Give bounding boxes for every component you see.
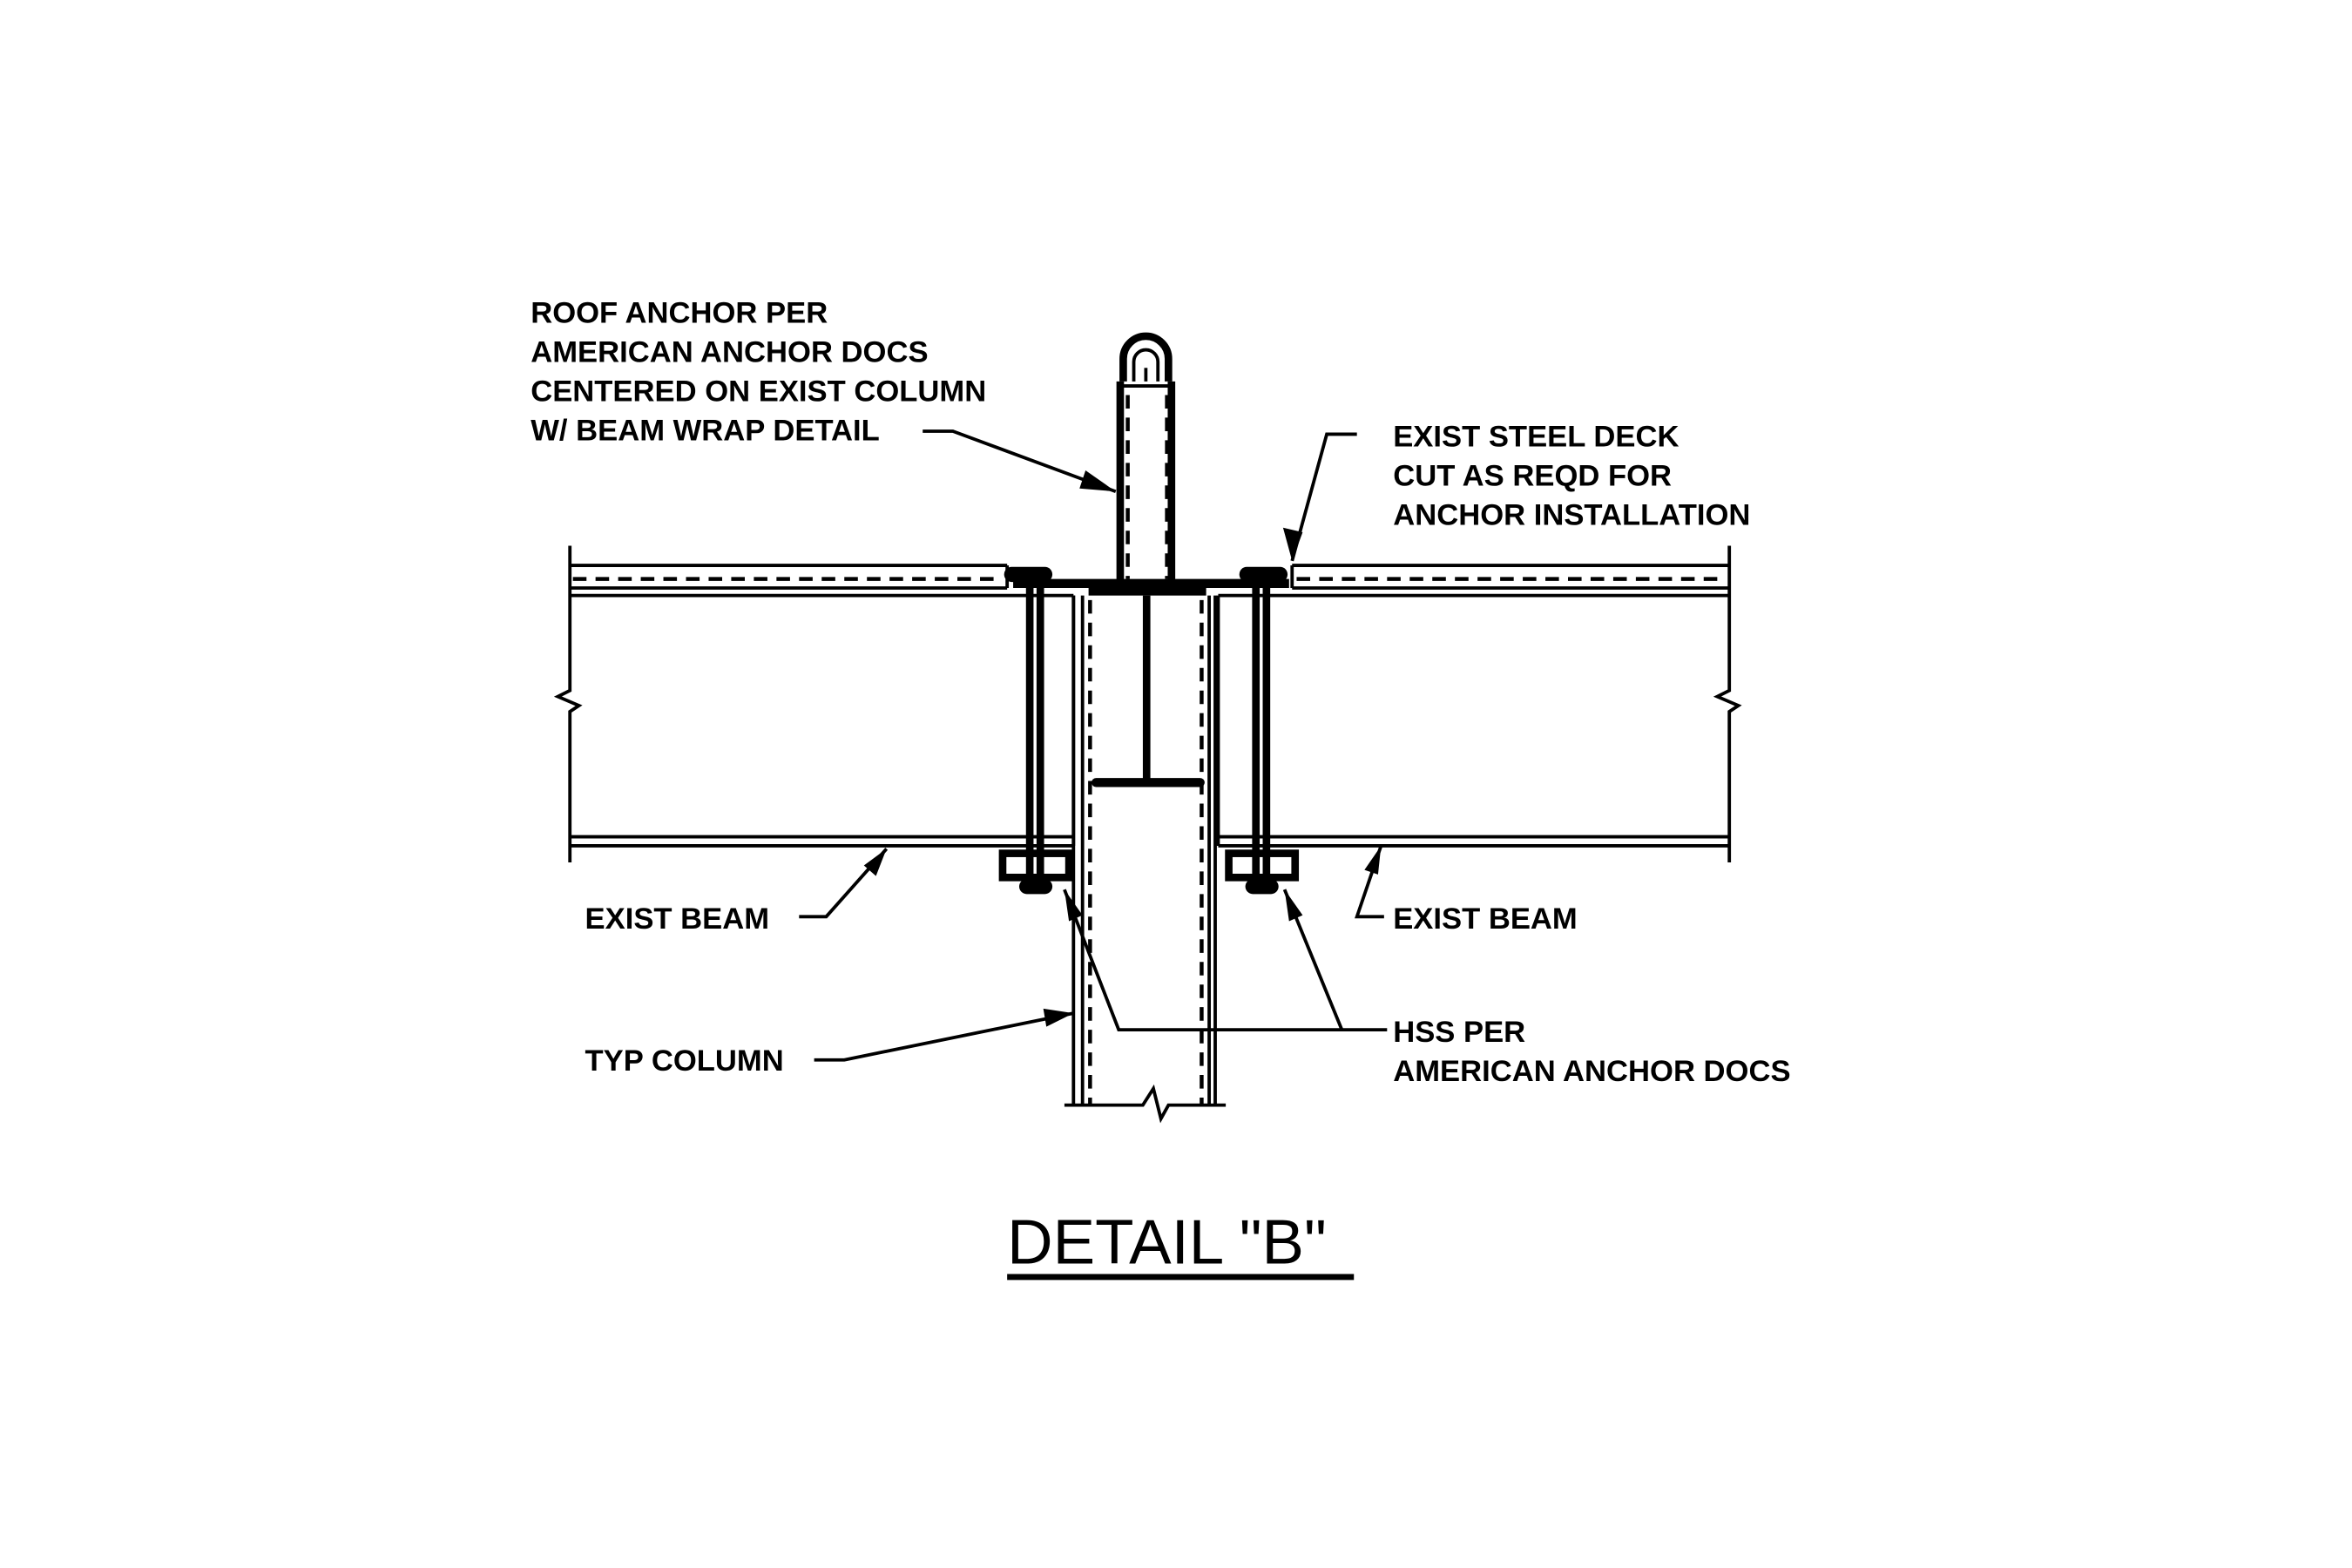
steel-deck-label-3: ANCHOR INSTALLATION	[1393, 498, 1750, 531]
typ-column-label: TYP COLUMN	[585, 1044, 784, 1078]
roof-anchor-label-1: ROOF ANCHOR PER	[531, 296, 828, 329]
hss-wrap-right	[1225, 566, 1300, 895]
roof-anchor-post	[1116, 332, 1176, 583]
steel-deck-label-1: EXIST STEEL DECK	[1393, 420, 1679, 453]
roof-anchor-label-3: CENTERED ON EXIST COLUMN	[531, 375, 986, 408]
hss-label-1: HSS PER	[1393, 1016, 1525, 1049]
base-plate	[1013, 578, 1289, 787]
roof-anchor-label-4: W/ BEAM WRAP DETAIL	[531, 414, 880, 447]
exist-beam-left	[553, 545, 1076, 862]
leader-lines	[799, 429, 1388, 1062]
steel-deck-left	[570, 564, 1010, 590]
exist-beam-left-label: EXIST BEAM	[585, 902, 770, 936]
typ-column	[1064, 595, 1227, 1124]
hss-wrap-left	[998, 566, 1073, 895]
steel-deck-right	[1290, 564, 1730, 590]
detail-title: DETAIL "B"	[1007, 1206, 1327, 1277]
exist-beam-right	[1216, 545, 1742, 862]
steel-deck-label-2: CUT AS REQD FOR	[1393, 459, 1672, 492]
hss-label-2: AMERICAN ANCHOR DOCS	[1393, 1055, 1790, 1088]
roof-anchor-label-2: AMERICAN ANCHOR DOCS	[531, 335, 928, 368]
exist-beam-right-label: EXIST BEAM	[1393, 902, 1578, 936]
